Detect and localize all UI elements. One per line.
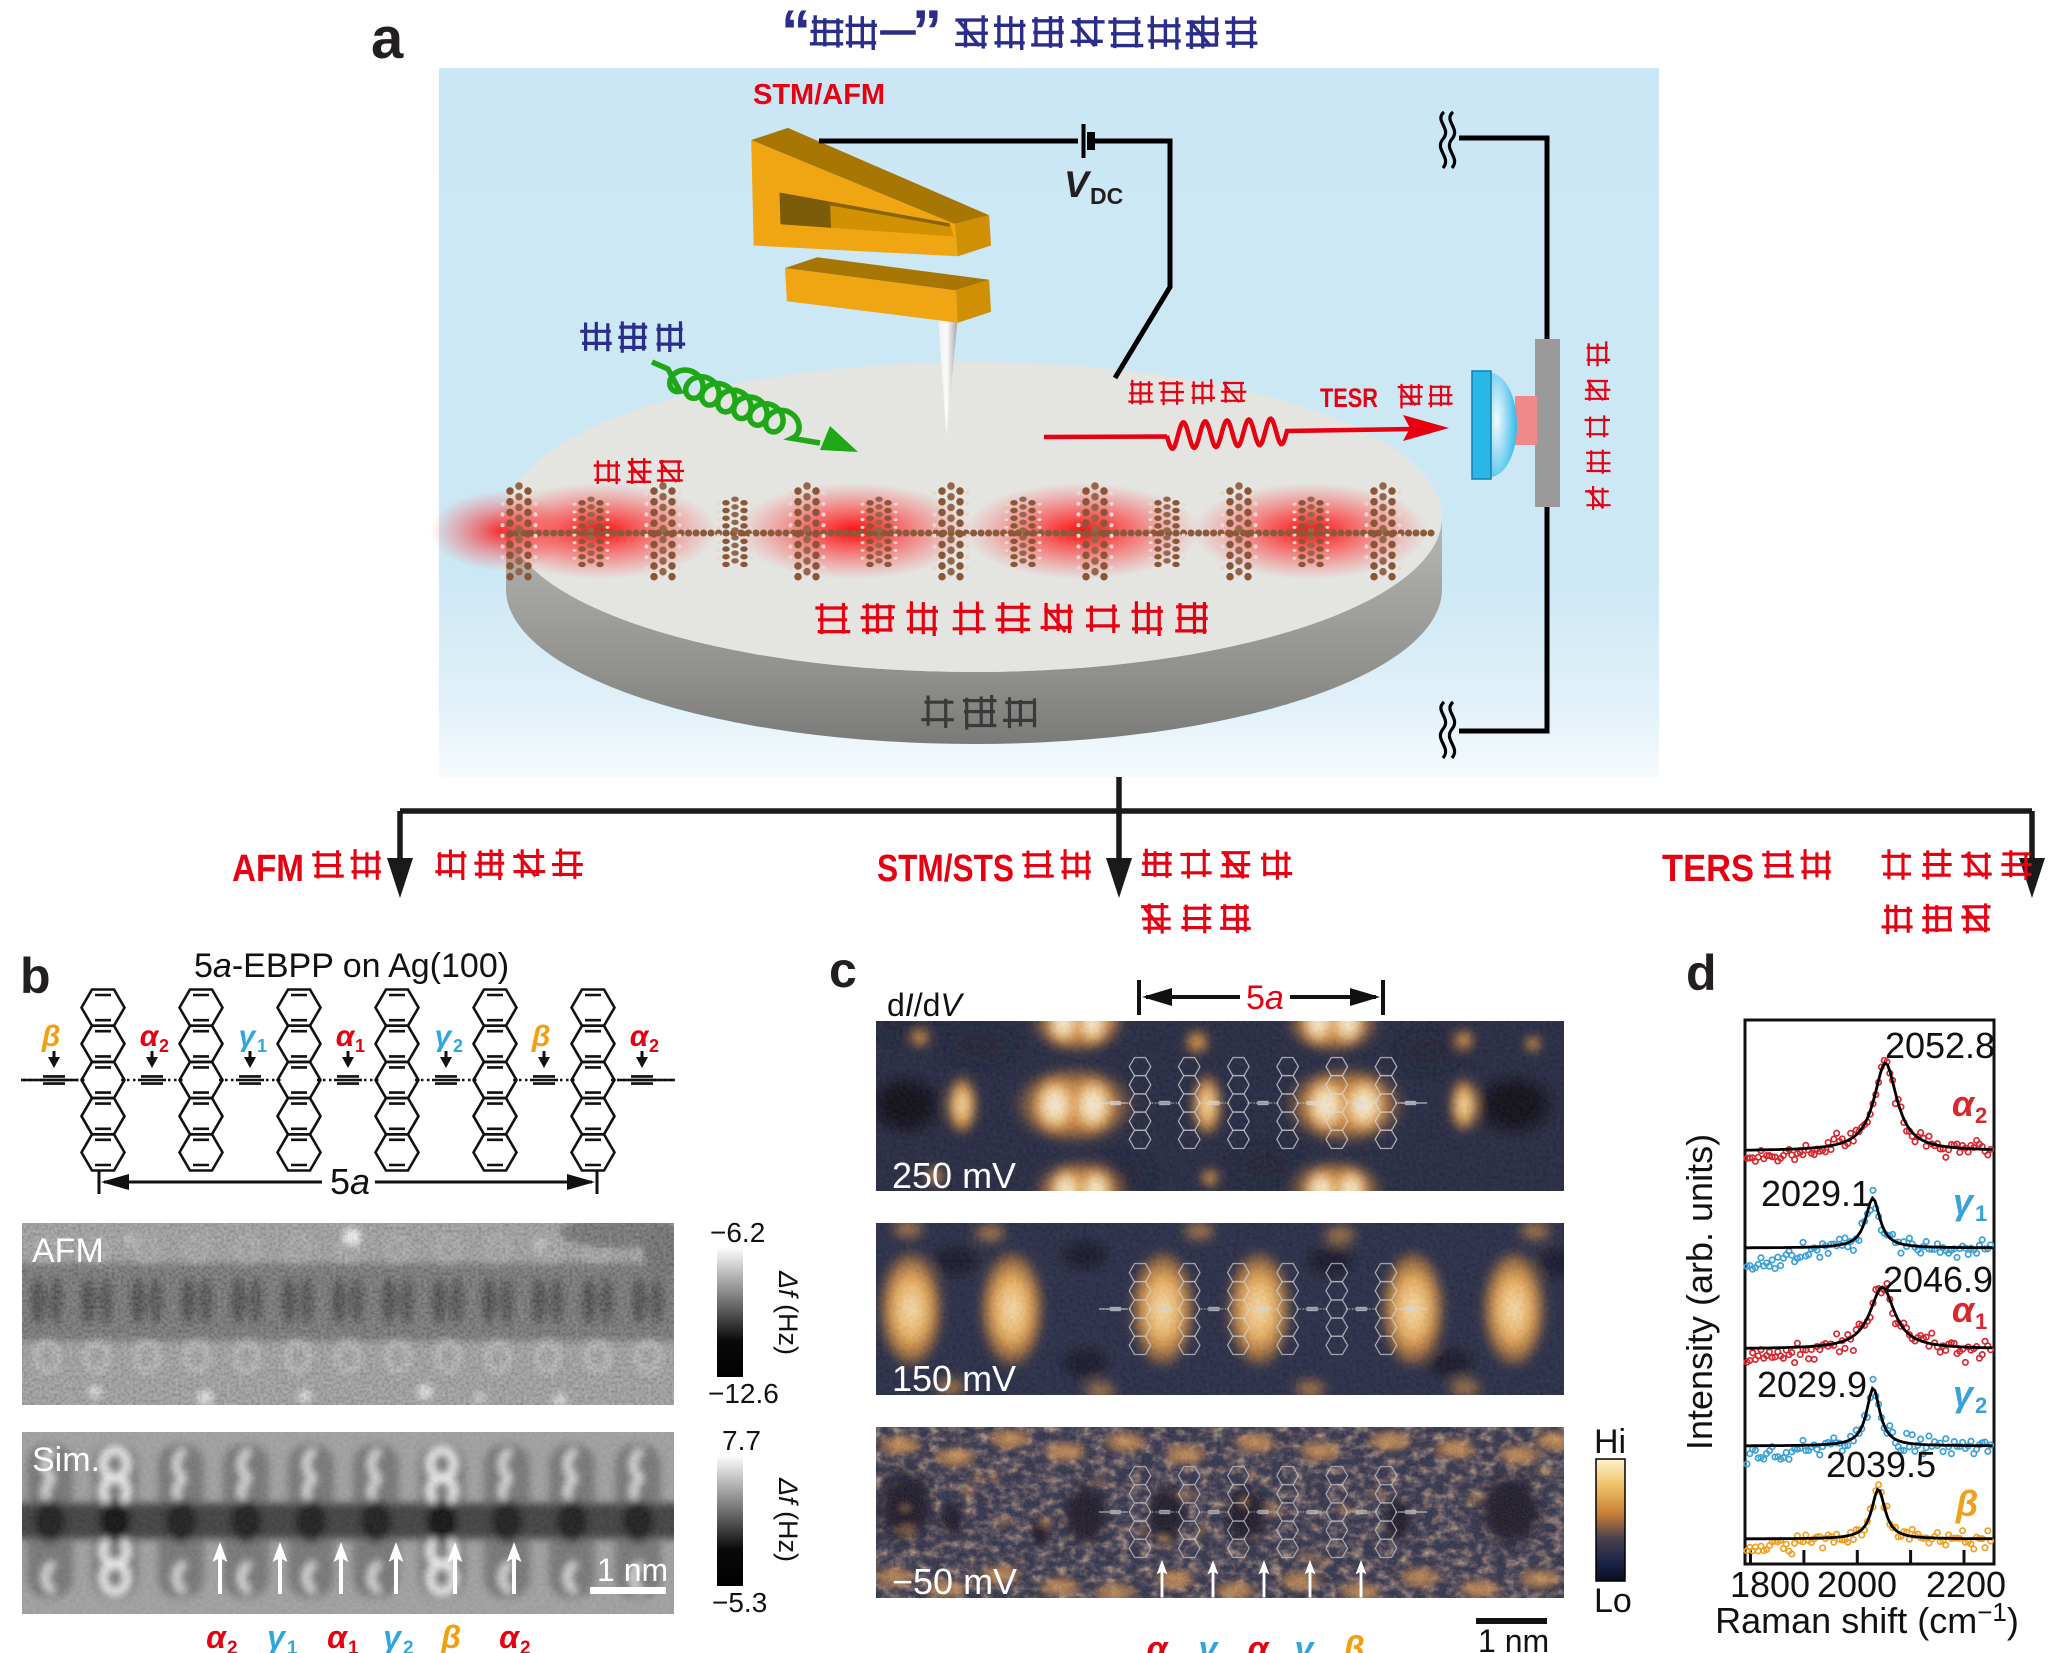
svg-text:1800: 1800: [1730, 1564, 1810, 1605]
svg-text:1: 1: [1269, 1650, 1280, 1653]
svg-text:β: β: [1342, 1630, 1364, 1653]
svg-text:Hi: Hi: [1594, 1423, 1626, 1461]
svg-text:Raman shift (cm−1): Raman shift (cm−1): [1715, 1597, 2019, 1641]
svg-text:AFM: AFM: [232, 848, 304, 890]
svg-text:β: β: [440, 1619, 461, 1653]
svg-text:dI/dV: dI/dV: [887, 987, 964, 1023]
svg-text:Sim.: Sim.: [32, 1441, 100, 1479]
svg-text:7.7: 7.7: [722, 1425, 761, 1456]
svg-text:2029.9: 2029.9: [1757, 1364, 1867, 1405]
svg-text:a: a: [371, 6, 404, 71]
svg-text:”: ”: [912, 0, 942, 65]
svg-text:TESR: TESR: [1320, 383, 1378, 413]
svg-text:α: α: [1247, 1630, 1270, 1653]
svg-text:α: α: [1146, 1630, 1169, 1653]
svg-text:γ: γ: [1953, 1373, 1975, 1414]
svg-text:α: α: [336, 1020, 356, 1053]
svg-text:2029.1: 2029.1: [1761, 1173, 1871, 1214]
svg-text:α: α: [630, 1020, 650, 1053]
svg-text:α: α: [1952, 1289, 1976, 1330]
svg-text:2200: 2200: [1926, 1564, 2006, 1605]
svg-text:2: 2: [403, 1638, 414, 1653]
svg-text:2: 2: [227, 1638, 238, 1653]
svg-text:2: 2: [1975, 1393, 1987, 1418]
svg-text:1 nm: 1 nm: [1478, 1623, 1549, 1653]
svg-text:γ: γ: [1295, 1630, 1316, 1653]
svg-text:γ: γ: [383, 1619, 403, 1653]
svg-text:α: α: [499, 1619, 520, 1653]
svg-text:α: α: [327, 1619, 348, 1653]
svg-text:α: α: [140, 1020, 160, 1053]
svg-text:Intensity (arb. units): Intensity (arb. units): [1679, 1134, 1720, 1450]
svg-text:2039.5: 2039.5: [1826, 1444, 1936, 1485]
svg-text:1 nm: 1 nm: [597, 1552, 668, 1588]
svg-text:2000: 2000: [1817, 1564, 1897, 1605]
svg-text:DC: DC: [1090, 183, 1123, 209]
svg-text:1: 1: [1975, 1309, 1987, 1334]
svg-text:2: 2: [1315, 1650, 1326, 1653]
svg-text:5a: 5a: [330, 1161, 370, 1202]
svg-text:STM/STS: STM/STS: [877, 848, 1014, 890]
svg-text:γ: γ: [267, 1619, 287, 1653]
svg-text:2: 2: [1975, 1103, 1987, 1128]
svg-text:β: β: [531, 1020, 551, 1053]
svg-text:2: 2: [159, 1036, 169, 1056]
svg-text:Lo: Lo: [1594, 1582, 1632, 1620]
svg-text:5a: 5a: [1246, 979, 1284, 1017]
svg-text:1: 1: [257, 1036, 267, 1056]
svg-text:γ: γ: [239, 1020, 258, 1053]
svg-text:2: 2: [1168, 1650, 1179, 1653]
svg-text:−6.2: −6.2: [710, 1217, 765, 1248]
svg-text:2: 2: [520, 1638, 531, 1653]
svg-text:d: d: [1686, 945, 1717, 1001]
svg-text:α: α: [206, 1619, 227, 1653]
svg-text:c: c: [829, 942, 857, 998]
svg-text:β: β: [41, 1020, 61, 1053]
svg-text:TERS: TERS: [1662, 848, 1754, 890]
svg-text:γ: γ: [435, 1020, 454, 1053]
svg-text:1: 1: [348, 1638, 359, 1653]
svg-text:Δf (Hz): Δf (Hz): [773, 1477, 803, 1562]
svg-text:2052.8: 2052.8: [1885, 1025, 1995, 1066]
svg-text:2046.9: 2046.9: [1883, 1259, 1993, 1300]
svg-text:b: b: [20, 948, 51, 1004]
svg-text:γ: γ: [1953, 1181, 1975, 1222]
svg-text:“: “: [781, 0, 811, 65]
svg-text:β: β: [1955, 1483, 1978, 1524]
svg-text:AFM: AFM: [32, 1232, 104, 1270]
svg-text:V: V: [1064, 164, 1092, 205]
svg-text:5a-EBPP on Ag(100): 5a-EBPP on Ag(100): [194, 947, 509, 985]
svg-text:250 mV: 250 mV: [892, 1155, 1016, 1196]
svg-text:STM/AFM: STM/AFM: [753, 79, 885, 111]
svg-text:150 mV: 150 mV: [892, 1358, 1016, 1399]
svg-text:γ: γ: [1199, 1630, 1220, 1653]
svg-text:Δf (Hz): Δf (Hz): [773, 1270, 803, 1355]
svg-text:−5.3: −5.3: [712, 1587, 767, 1618]
svg-text:1: 1: [1975, 1201, 1987, 1226]
svg-text:−50 mV: −50 mV: [892, 1561, 1017, 1602]
svg-text:α: α: [1952, 1083, 1976, 1124]
svg-text:−12.6: −12.6: [708, 1378, 779, 1409]
svg-text:1: 1: [355, 1036, 365, 1056]
svg-text:2: 2: [649, 1036, 659, 1056]
svg-text:1: 1: [287, 1638, 298, 1653]
svg-text:2: 2: [453, 1036, 463, 1056]
svg-text:1: 1: [1219, 1650, 1230, 1653]
